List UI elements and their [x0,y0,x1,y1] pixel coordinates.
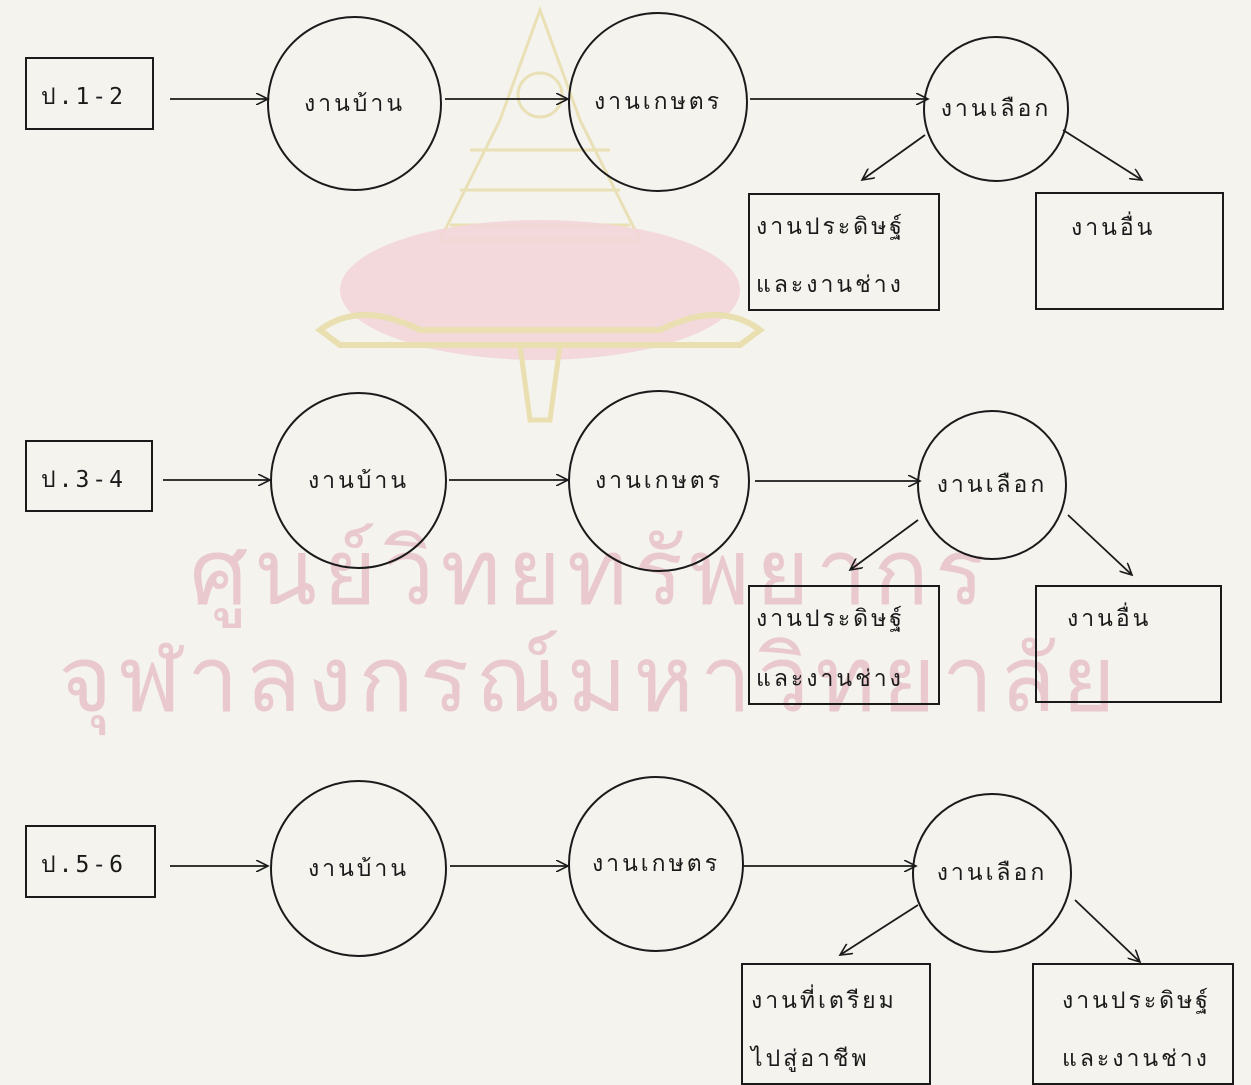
branch-box-right-row2: งานอื่น [1035,585,1222,703]
step-label: งานเลือก [940,96,1052,122]
step-label: งานเกษตร [594,468,724,494]
branch-label-line2: และงานช่าง [1062,1046,1210,1072]
branch-box-right-row3: งานประดิษฐ์ และงานช่าง [1032,963,1234,1085]
branch-label-line2: ไปสู่อาชีพ [751,1046,870,1072]
branch-label-line2: และงานช่าง [756,272,904,298]
step-circle-house-work: งานบ้าน [270,392,447,569]
arrow-row1-step3-to-right [1062,129,1142,180]
step-label: งานเลือก [936,860,1048,886]
step-circle-agriculture: งานเกษตร [568,390,750,572]
step-circle-house-work: งานบ้าน [270,780,447,957]
step-label: งานเกษตร [593,89,723,115]
branch-box-left-row3: งานที่เตรียม ไปสู่อาชีพ [741,963,931,1085]
grade-box-row2: ป.3-4 [25,440,153,512]
arrow-row3-step3-to-right [1074,899,1140,962]
step-label: งานเกษตร [591,851,721,877]
branch-box-left-row1: งานประดิษฐ์ และงานช่าง [748,193,940,311]
branch-box-right-row1: งานอื่น [1035,192,1224,310]
branch-label-line1: งานประดิษฐ์ [1062,988,1211,1014]
step-circle-house-work: งานบ้าน [267,16,442,191]
branch-label-line1: งานประดิษฐ์ [756,214,905,240]
grade-box-row3: ป.5-6 [25,825,156,898]
branch-label-line1: งานประดิษฐ์ [756,606,905,632]
step-circle-elective: งานเลือก [912,793,1072,953]
step-circle-agriculture: งานเกษตร [568,776,744,952]
arrow-row2-step3-to-left [850,519,919,570]
arrow-row2-step3-to-right [1067,514,1132,575]
grade-label: ป.5-6 [41,852,126,878]
branch-label-line2: และงานช่าง [756,666,904,692]
step-label: งานบ้าน [307,467,410,494]
step-circle-elective: งานเลือก [923,36,1069,182]
arrow-row3-step3-to-left [840,904,919,955]
branch-label-line1: งานอื่น [1067,606,1152,632]
step-label: งานบ้าน [303,90,406,117]
step-label: งานบ้าน [307,855,410,882]
grade-box-row1: ป.1-2 [25,57,154,130]
branch-label-line1: งานอื่น [1071,215,1156,241]
step-circle-elective: งานเลือก [917,410,1067,560]
branch-label-line1: งานที่เตรียม [751,988,897,1014]
branch-box-left-row2: งานประดิษฐ์ และงานช่าง [748,585,940,705]
step-circle-agriculture: งานเกษตร [568,12,748,192]
step-label: งานเลือก [936,472,1048,498]
arrow-row1-step3-to-left [862,134,926,180]
grade-label: ป.3-4 [41,467,126,493]
grade-label: ป.1-2 [41,84,126,110]
